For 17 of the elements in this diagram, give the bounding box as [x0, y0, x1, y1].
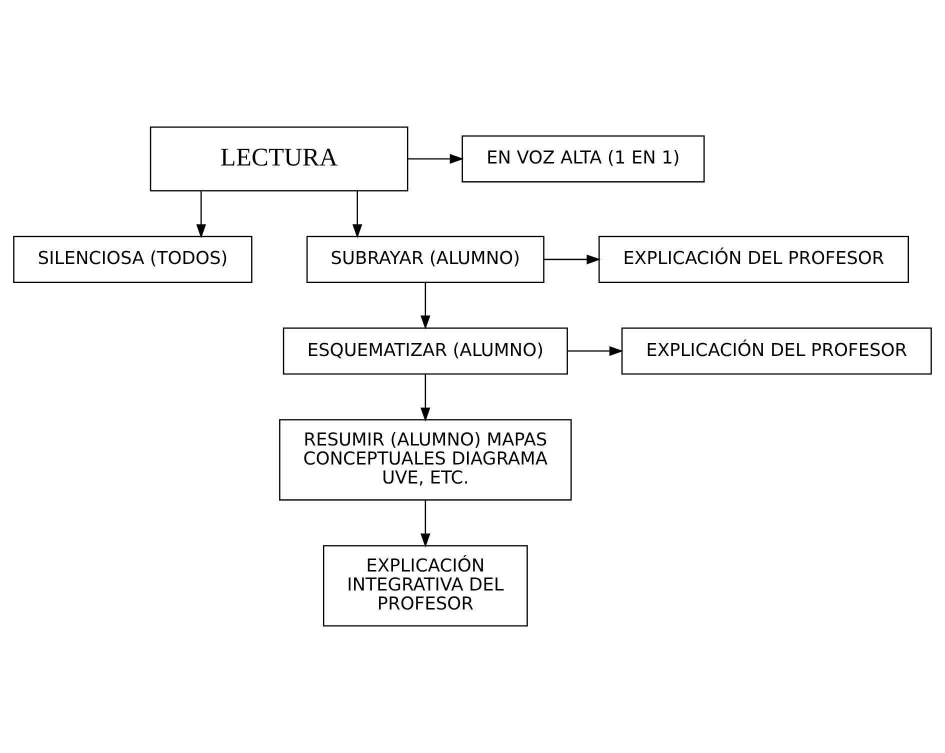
- arrow: [420, 282, 430, 330]
- arrow: [352, 191, 362, 238]
- arrow: [408, 154, 464, 164]
- node-box: EXPLICACIÓN DEL PROFESOR: [621, 328, 932, 375]
- node-box: EXPLICACIÓN INTEGRATIVA DEL PROFESOR: [322, 545, 528, 627]
- node-box: SILENCIOSA (TODOS): [13, 236, 252, 283]
- node-box: ESQUEMATIZAR (ALUMNO): [282, 328, 568, 375]
- arrow: [196, 191, 206, 238]
- arrow: [568, 346, 624, 356]
- node-box: EN VOZ ALTA (1 EN 1): [462, 135, 705, 182]
- node-box: EXPLICACIÓN DEL PROFESOR: [598, 236, 909, 283]
- arrow: [420, 500, 430, 548]
- node-box: SUBRAYAR (ALUMNO): [306, 236, 544, 283]
- node-box: RESUMIR (ALUMNO) MAPAS CONCEPTUALES DIAGRAMA UVE, ETC.: [279, 419, 572, 501]
- arrow: [420, 374, 430, 422]
- arrow: [544, 254, 601, 264]
- node-box: LECTURA: [150, 126, 408, 192]
